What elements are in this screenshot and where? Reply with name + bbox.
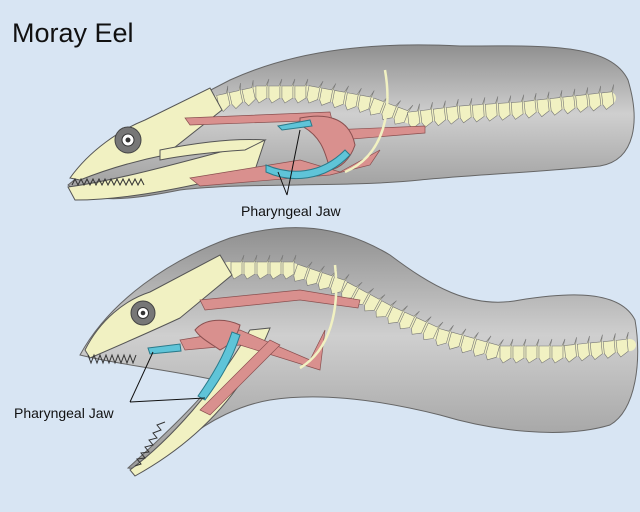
vertebra	[393, 104, 414, 125]
vertebra	[306, 81, 324, 104]
vertebra	[459, 98, 473, 124]
vertebrae-top	[216, 78, 615, 130]
pointer-lines-top	[277, 129, 301, 196]
cleithrum-bottom	[299, 264, 338, 370]
eel-open-mouth	[79, 227, 639, 477]
vertebra	[460, 332, 479, 354]
label-pharyngeal-jaw-bottom: Pharyngeal Jaw	[14, 405, 114, 421]
vertebra	[432, 100, 446, 127]
maxilla-top	[159, 138, 267, 161]
skull-bottom	[84, 254, 233, 359]
vertebra	[344, 88, 362, 111]
vertebra	[294, 78, 309, 104]
vertebra	[369, 95, 389, 116]
vertebra	[473, 335, 492, 357]
vertebra	[435, 325, 454, 347]
vertebra	[549, 90, 563, 116]
teeth-bottom-upper	[87, 353, 137, 365]
vertebra	[445, 99, 459, 125]
vertebra	[601, 84, 615, 110]
vertebra	[523, 93, 537, 119]
vertebra	[510, 94, 525, 120]
eel-closed-mouth	[67, 44, 635, 201]
vertebra	[576, 335, 590, 362]
vertebra	[375, 300, 397, 318]
vertebra	[538, 338, 553, 364]
vertebra	[562, 88, 576, 115]
vertebra	[256, 254, 271, 280]
lower-jaw-bottom	[129, 327, 271, 477]
vertebra	[243, 254, 258, 280]
vertebra	[228, 82, 243, 110]
vertebra	[341, 281, 363, 299]
vertebra	[357, 90, 375, 113]
vertebra	[255, 78, 270, 104]
vertebra	[564, 337, 577, 363]
vertebra	[575, 87, 589, 113]
pointer-lines-bottom	[129, 351, 206, 403]
vertebra	[364, 294, 386, 312]
vertebra	[407, 103, 421, 130]
vertebra	[269, 254, 284, 280]
vertebra	[551, 338, 566, 364]
vertebra	[615, 332, 629, 358]
vertebra	[268, 78, 283, 104]
vertebra	[536, 91, 550, 118]
vertebra	[422, 321, 444, 341]
pharyngeal-jaw-bottom-lower	[197, 331, 241, 401]
muscle-top-3	[189, 149, 381, 187]
vertebrae-bottom	[230, 254, 629, 364]
vertebra	[399, 310, 420, 330]
vertebra	[420, 102, 434, 128]
lower-jaw-top	[67, 139, 266, 201]
eye-bottom-pupil	[140, 310, 146, 316]
muscle-bottom-3	[199, 339, 281, 416]
teeth-top	[71, 177, 145, 187]
cleithrum-top	[344, 69, 389, 174]
vertebra	[332, 85, 349, 109]
vertebra	[319, 83, 337, 106]
vertebra	[525, 338, 540, 364]
vertebra	[485, 339, 504, 361]
pharyngeal-jaw-top-upper	[276, 119, 313, 131]
teeth-bottom-lower	[134, 421, 166, 467]
pharyngeal-jaw-bottom-upper	[147, 343, 182, 355]
muscle-bottom-1	[199, 289, 361, 311]
vertebra	[589, 334, 603, 360]
vertebra	[281, 78, 296, 104]
vertebra	[602, 333, 616, 359]
skull-top	[69, 87, 223, 181]
vertebra	[498, 95, 512, 121]
vertebra	[293, 261, 313, 282]
diagram-title: Moray Eel	[12, 18, 134, 48]
vertebra	[241, 80, 256, 107]
vertebra	[282, 254, 297, 280]
vertebra	[485, 96, 499, 122]
vertebra	[447, 328, 467, 350]
vertebra	[305, 265, 325, 286]
vertebra	[499, 338, 514, 364]
vertebra	[411, 316, 432, 335]
eye-top-pupil	[125, 137, 131, 143]
vertebra	[588, 85, 602, 112]
vertebra	[472, 97, 486, 123]
vertebra	[512, 338, 527, 364]
label-pharyngeal-jaw-top: Pharyngeal Jaw	[241, 203, 341, 219]
vertebra	[318, 269, 338, 291]
vertebra	[387, 305, 408, 324]
